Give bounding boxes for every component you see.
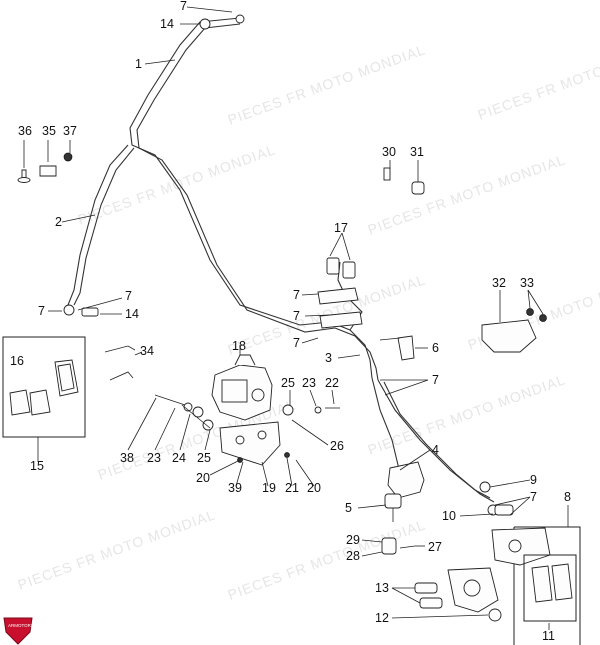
callout-3: 3 — [325, 351, 332, 365]
callout-5: 5 — [345, 501, 352, 515]
callout-20-left: 20 — [196, 471, 210, 485]
callout-19: 19 — [262, 481, 276, 495]
callout-14-top: 14 — [160, 17, 174, 31]
callout-23-left: 23 — [147, 451, 161, 465]
callout-7-top: 7 — [180, 0, 187, 13]
callout-20-right: 20 — [307, 481, 321, 495]
callout-39: 39 — [228, 481, 242, 495]
callout-24: 24 — [172, 451, 186, 465]
fitting-6 — [379, 335, 415, 361]
callout-7-lower: 7 — [293, 336, 300, 350]
brake-pipes — [67, 17, 495, 503]
abs-unit-18 — [211, 354, 273, 421]
callout-33: 33 — [520, 276, 534, 290]
box-8 — [447, 526, 581, 645]
box-11 — [523, 554, 577, 622]
callout-6: 6 — [432, 341, 439, 355]
bracket-32 — [481, 308, 547, 353]
clamp-35 — [39, 165, 57, 177]
bolt-30 — [383, 167, 391, 181]
abs-bracket-19 — [219, 421, 281, 466]
callout-30: 30 — [382, 145, 396, 159]
callout-7-caliper: 7 — [530, 490, 537, 504]
callout-7-left2: 7 — [125, 289, 132, 303]
callout-25-left: 25 — [197, 451, 211, 465]
callout-17: 17 — [334, 221, 348, 235]
bolt-36 — [21, 169, 27, 179]
pins-34 — [104, 345, 136, 381]
watermark-text: PIECES FR MOTO MONDIAL — [226, 41, 428, 128]
leader-lines — [23, 6, 569, 630]
callout-7-mid: 7 — [293, 288, 300, 302]
callout-7-joint: 7 — [293, 309, 300, 323]
callout-27: 27 — [428, 540, 442, 554]
callout-21: 21 — [285, 481, 299, 495]
callout-2: 2 — [55, 215, 62, 229]
banjo-bolt-top — [199, 18, 211, 30]
callout-28: 28 — [346, 549, 360, 563]
watermark-text: PIECES FR MOTO MONDIAL — [366, 371, 568, 458]
logo-text: ARMOTORS — [8, 623, 34, 628]
nut-37 — [63, 152, 73, 162]
watermark-text: PIECES FR MOTO MONDIAL — [366, 151, 568, 238]
small-parts-top-left — [17, 152, 73, 183]
watermark-text: PIECES FR MOTO MONDIAL — [476, 36, 600, 123]
callout-12: 12 — [375, 611, 389, 625]
callout-16: 16 — [10, 354, 24, 368]
callout-22: 22 — [325, 376, 339, 390]
callout-4: 4 — [432, 443, 439, 457]
callout-11: 11 — [542, 629, 555, 643]
callout-34: 34 — [140, 344, 154, 358]
brand-logo: ARMOTORS — [3, 617, 34, 645]
watermark-text: PIECES FR MOTO MONDIAL — [16, 506, 218, 593]
parts-27-29 — [381, 537, 416, 555]
callout-32: 32 — [492, 276, 506, 290]
abs-mount-bolts — [154, 394, 340, 463]
callout-36: 36 — [18, 124, 32, 138]
parts-12-13 — [414, 582, 502, 622]
callout-7-left: 7 — [38, 304, 45, 318]
callout-37: 37 — [63, 124, 77, 138]
callout-25-right: 25 — [281, 376, 295, 390]
fittings-9-10 — [479, 481, 514, 516]
callout-35: 35 — [42, 124, 56, 138]
callout-labels: 7 14 1 2 36 35 37 30 31 17 7 7 7 3 6 7 3… — [10, 0, 571, 643]
callout-38: 38 — [120, 451, 134, 465]
box-15 — [2, 336, 86, 438]
watermarks: PIECES FR MOTO MONDIAL PIECES FR MOTO MO… — [16, 36, 600, 603]
banjo-bolt-left — [63, 304, 75, 316]
callout-13: 13 — [375, 581, 389, 595]
caliper-5 — [384, 461, 425, 522]
callout-15: 15 — [30, 459, 44, 473]
callout-26: 26 — [330, 439, 344, 453]
callout-14-left: 14 — [125, 307, 139, 321]
callout-18: 18 — [232, 339, 246, 353]
small-parts-top-right — [383, 167, 425, 195]
callout-1: 1 — [135, 57, 142, 71]
top-fittings — [63, 14, 245, 317]
callout-31: 31 — [410, 145, 424, 159]
joint-cluster-17 — [317, 257, 363, 329]
callout-29: 29 — [346, 533, 360, 547]
callout-7-right: 7 — [432, 373, 439, 387]
callout-23-right: 23 — [302, 376, 316, 390]
callout-8: 8 — [564, 490, 571, 504]
watermark-text: PIECES FR MOTO MONDIAL — [226, 516, 428, 603]
watermark-text: PIECES FR MOTO MONDIAL — [226, 271, 428, 358]
sleeve-31 — [411, 181, 425, 195]
callout-9: 9 — [530, 473, 537, 487]
hose-clamp-left — [81, 307, 99, 317]
callout-10: 10 — [442, 509, 456, 523]
hose-fitting-top — [235, 14, 245, 24]
